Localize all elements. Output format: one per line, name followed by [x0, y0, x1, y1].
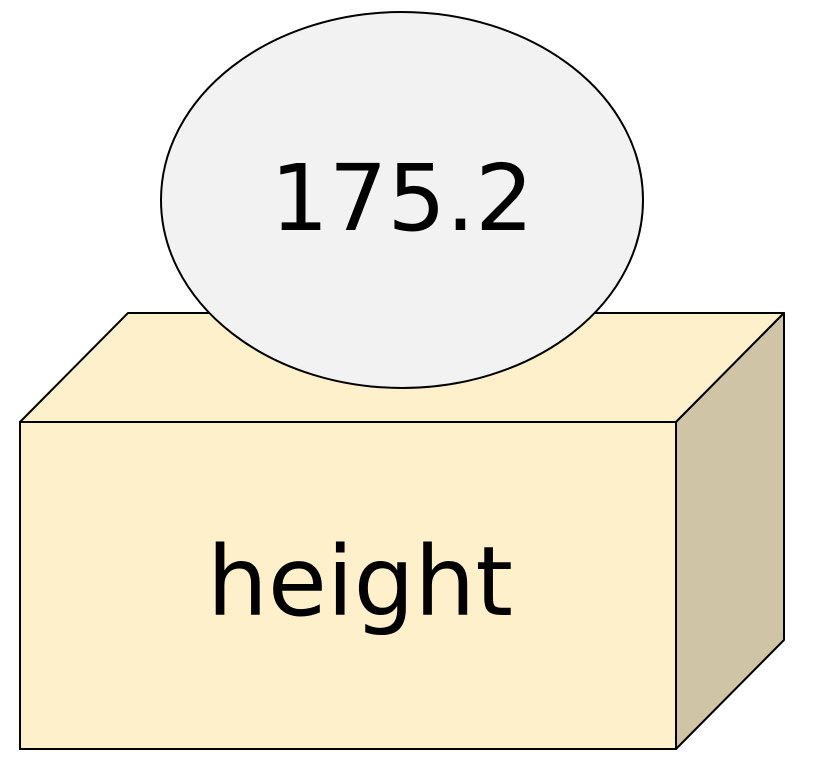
variable-value: 175.2 — [270, 145, 533, 252]
variable-name: height — [207, 526, 513, 638]
value-oval — [160, 11, 644, 389]
box-front-face — [19, 421, 677, 750]
